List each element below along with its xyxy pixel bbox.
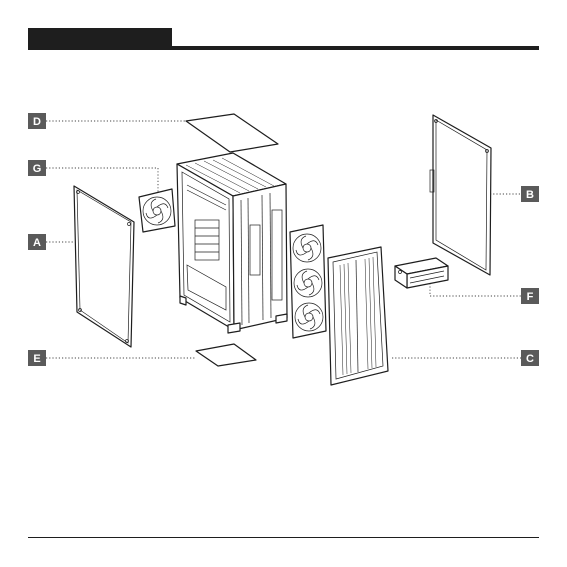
label-E-text: E <box>33 353 40 365</box>
part-c-front-panel <box>328 247 388 385</box>
label-D-text: D <box>33 116 41 128</box>
label-badge-D: D <box>28 113 46 129</box>
part-b-side-panel <box>430 115 491 275</box>
label-F-text: F <box>527 291 534 303</box>
label-badge-B: B <box>521 186 539 202</box>
part-d-top-filter <box>186 114 278 152</box>
label-badge-G: G <box>28 160 46 176</box>
leader-F <box>430 280 521 296</box>
part-a-side-panel <box>74 186 134 347</box>
part-g-rear-fan <box>139 189 175 232</box>
label-G-text: G <box>33 163 42 175</box>
label-badge-F: F <box>521 288 539 304</box>
label-badge-E: E <box>28 350 46 366</box>
label-C-text: C <box>526 353 534 365</box>
label-badge-A: A <box>28 234 46 250</box>
leader-G <box>46 168 158 196</box>
part-e-bottom-filter <box>196 344 256 366</box>
label-badge-C: C <box>521 350 539 366</box>
front-fan-bracket <box>290 225 326 338</box>
label-B-text: B <box>526 189 534 201</box>
main-chassis <box>177 153 287 333</box>
label-A-text: A <box>33 237 41 249</box>
part-f-drive-cage <box>395 258 448 288</box>
